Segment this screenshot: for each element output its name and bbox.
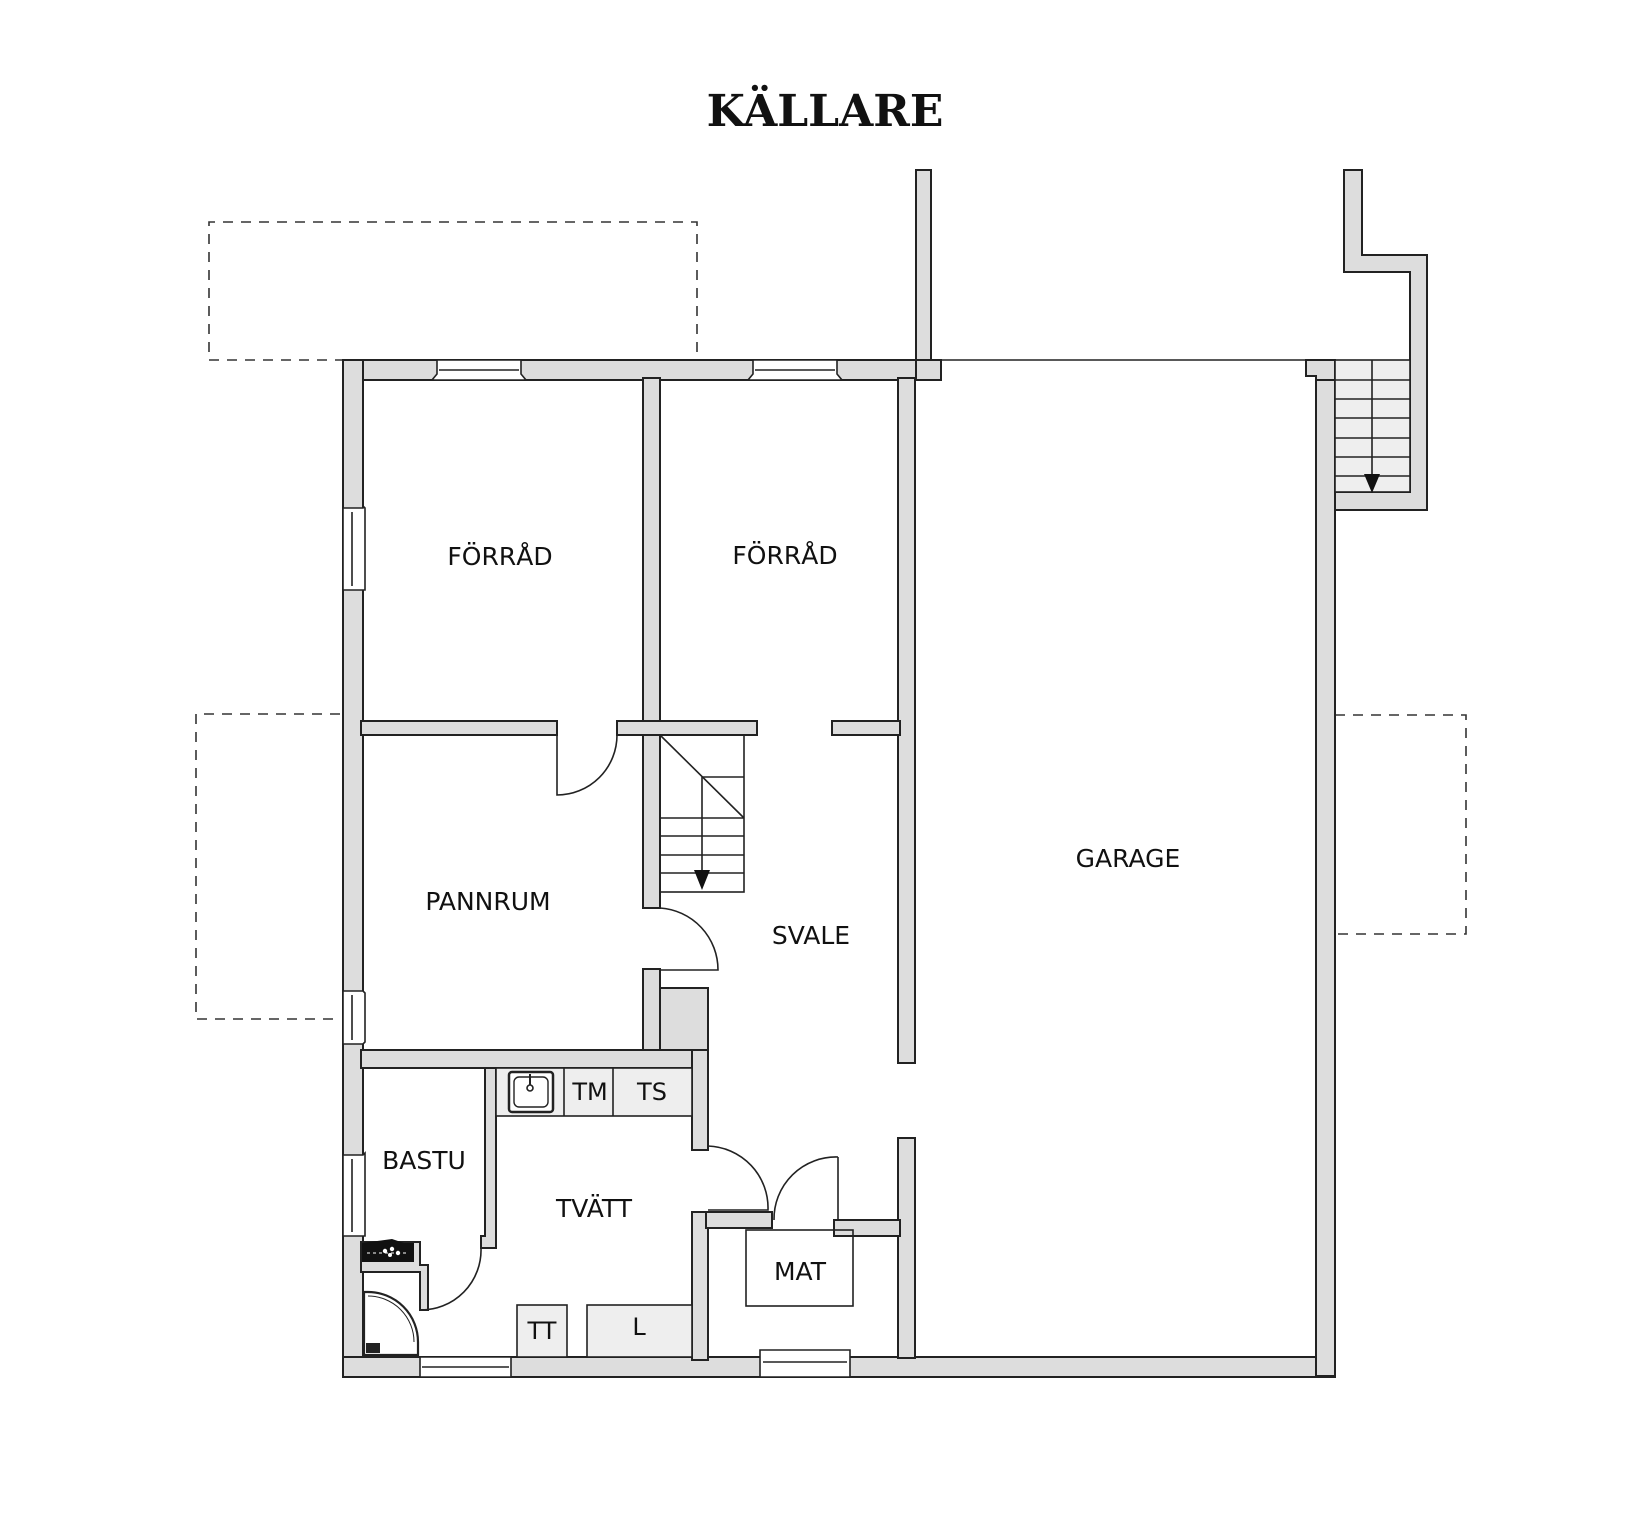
room-label-garage: GARAGE bbox=[1076, 844, 1181, 873]
room-label-svale: SVALE bbox=[772, 921, 850, 950]
outside-dashed-areas bbox=[195, 221, 1467, 1020]
sink-icon bbox=[507, 1070, 555, 1114]
wall-pannrum-top-left bbox=[360, 720, 558, 736]
wall-tvatt-right-lower bbox=[691, 1211, 709, 1361]
wall-tvatt-right-upper bbox=[691, 1049, 709, 1151]
fixture-l-label: L bbox=[632, 1313, 646, 1341]
wall-exterior-stair bbox=[1334, 169, 1428, 511]
fixture-tt-label: TT bbox=[527, 1317, 557, 1345]
window-left-bastu bbox=[342, 1151, 366, 1237]
windows bbox=[342, 359, 851, 1378]
shower-corner-icon bbox=[362, 1290, 420, 1357]
room-label-forrad-right: FÖRRÅD bbox=[732, 541, 837, 570]
wall-stub-top-center bbox=[915, 169, 932, 371]
mat-storage-box bbox=[745, 1229, 854, 1307]
wall-pillar bbox=[659, 987, 709, 1051]
stairs-exterior bbox=[1334, 359, 1411, 493]
fixture-l bbox=[586, 1304, 693, 1358]
window-left-pannrum bbox=[342, 990, 366, 1045]
dashed-area-right bbox=[1335, 714, 1467, 935]
room-label-pannrum: PANNRUM bbox=[425, 887, 550, 916]
wall-svale-top-right bbox=[831, 720, 901, 736]
doors bbox=[419, 734, 839, 1311]
window-left-forrad bbox=[342, 504, 366, 591]
room-label-mat: MAT bbox=[774, 1257, 827, 1286]
fixture-tm-label: TM bbox=[571, 1078, 607, 1106]
floor-title: KÄLLARE bbox=[706, 86, 944, 137]
room-label-bastu: BASTU bbox=[382, 1146, 466, 1175]
door-tvatt bbox=[707, 1145, 769, 1211]
door-svale bbox=[659, 907, 719, 971]
fixture-tt bbox=[516, 1304, 568, 1358]
stairs-down-arrow-icon bbox=[694, 870, 710, 890]
dashed-area-top-left bbox=[208, 221, 698, 361]
wall-pannrum-right-lower bbox=[642, 968, 661, 1060]
stairs-main bbox=[659, 734, 745, 893]
room-label-tvatt: TVÄTT bbox=[555, 1194, 633, 1223]
wall-garage-divider-lower bbox=[897, 1137, 916, 1359]
wall-pannrum-bottom bbox=[360, 1049, 708, 1069]
fixture-ts-label: TS bbox=[636, 1078, 667, 1106]
door-mat bbox=[773, 1156, 839, 1221]
window-bottom-mat bbox=[759, 1349, 851, 1378]
room-label-forrad-left: FÖRRÅD bbox=[447, 542, 552, 571]
room-labels: FÖRRÅD FÖRRÅD PANNRUM SVALE GARAGE BASTU… bbox=[382, 541, 1180, 1286]
wall-right-top bbox=[1305, 359, 1336, 381]
wall-forrad-divider bbox=[642, 377, 661, 909]
wall-right bbox=[1315, 375, 1336, 1377]
wall-stub-joint bbox=[915, 359, 942, 381]
wall-bastu-right bbox=[480, 1067, 497, 1249]
wall-pannrum-top-mid bbox=[616, 720, 758, 736]
wall-mat-top-left bbox=[705, 1211, 773, 1229]
walls bbox=[342, 169, 1428, 1378]
stairs-exterior-down-arrow-icon bbox=[1364, 474, 1380, 493]
tvatt-fixtures: TM TS TT L bbox=[495, 1067, 693, 1358]
wall-mat-top-right bbox=[833, 1219, 901, 1237]
door-bastu bbox=[419, 1247, 482, 1311]
sauna-stove-icon bbox=[362, 1239, 414, 1262]
door-pannrum bbox=[556, 734, 618, 796]
dashed-area-left bbox=[195, 713, 340, 1020]
